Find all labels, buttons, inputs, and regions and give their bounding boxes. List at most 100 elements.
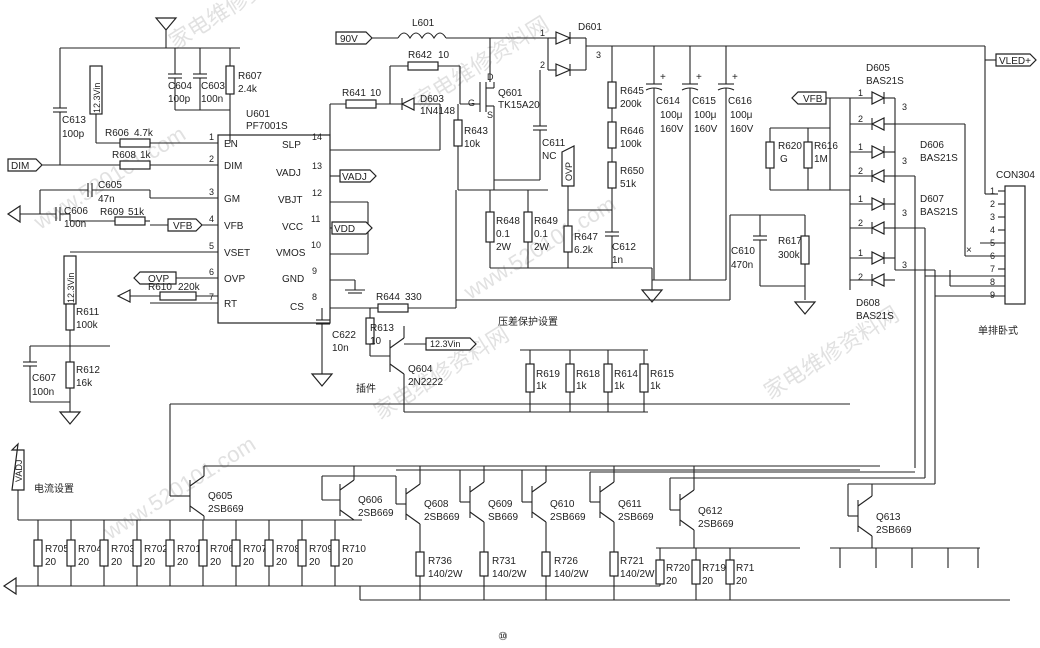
r618-val: 1k — [576, 381, 588, 392]
d606-ref: D606 — [920, 140, 944, 151]
ic-pin-num: 8 — [312, 292, 317, 302]
diode-stack — [850, 91, 895, 287]
power-stage: 90V L601 1 2 3 D601 VLED+ D S — [329, 18, 1037, 308]
r648-val: 0.1 — [496, 229, 510, 240]
bank-resistor-val: 20 — [45, 557, 57, 568]
transistor-q605: Q605 2SB669 — [180, 466, 244, 520]
r731-val: 140/2W — [492, 569, 527, 580]
d606-val: BAS21S — [920, 153, 958, 164]
q611-val: 2SB669 — [618, 512, 654, 523]
c614-val: 100μ — [660, 110, 683, 121]
diode-pin: 2 — [858, 218, 863, 228]
c622-val: 10n — [332, 343, 349, 354]
bank-resistor-ref: R709 — [309, 544, 333, 555]
c605-ref: C605 — [98, 180, 122, 191]
insert-note: 插件 — [356, 382, 376, 395]
diode-pin: 3 — [902, 156, 907, 166]
bank-resistor-ref: R703 — [111, 544, 135, 555]
r643-ref: R643 — [464, 126, 488, 137]
transistor-q609: Q609 SB669 R731 140/2W — [460, 466, 527, 600]
r646-ref: R646 — [620, 126, 644, 137]
c613-val: 100p — [62, 129, 85, 140]
r615-ref: R619 — [536, 369, 560, 380]
q605-ref: Q605 — [208, 491, 233, 502]
bank-resistor — [297, 539, 307, 567]
q604-val: 2N2222 — [408, 377, 443, 388]
q610-val: 2SB669 — [550, 512, 586, 523]
vadj-flag-label: VADJ — [342, 172, 367, 183]
r609-val: 51k — [128, 207, 145, 218]
vin-flag — [425, 337, 477, 351]
r726-val: 140/2W — [554, 569, 589, 580]
v90-port — [335, 31, 373, 45]
ground-icon — [6, 204, 21, 224]
connector-con304: CON304 1 2 3 4 5 6 7 8 9 × 单排卧式 — [966, 60, 1035, 337]
ic-part: PF7001S — [246, 121, 288, 132]
r610-val: 220k — [178, 282, 201, 293]
dim-port — [7, 158, 43, 172]
r647-ref: R647 — [574, 232, 598, 243]
r646-val: 100k — [620, 139, 643, 150]
ground-icon — [310, 373, 334, 387]
ic-pin-num: 4 — [209, 214, 214, 224]
bank-resistor-ref: R707 — [243, 544, 267, 555]
c614-plus: + — [660, 72, 666, 83]
ic-right-pins: 14 13 12 11 10 9 8 SLP VADJ VBJT VCC VMO… — [276, 132, 440, 313]
r649-pwr: 2W — [534, 242, 550, 253]
vfb-flag — [167, 218, 203, 232]
connector-pin: 9 — [990, 290, 995, 300]
resistor-bank: R70520R70420R70320R70220R70120R70620R707… — [33, 520, 366, 586]
connector-pin: 6 — [990, 251, 995, 261]
r736-ref: R736 — [428, 556, 452, 567]
c607-val: 100n — [32, 387, 54, 398]
bank-resistor-val: 20 — [243, 557, 255, 568]
r614-val: 1k — [614, 381, 626, 392]
c615-plus: + — [696, 72, 702, 83]
transistor-q606: Q606 2SB669 — [321, 466, 394, 521]
vadj-flag — [339, 169, 377, 183]
r719-val: 20 — [702, 576, 714, 587]
diode-pin: 2 — [858, 114, 863, 124]
ic-pin-name: VMOS — [276, 248, 306, 259]
q601-pin-d: D — [487, 72, 494, 82]
r611-val: 100k — [76, 320, 99, 331]
transistor-q613: Q613 2SB669 — [848, 484, 912, 548]
vin-flag-label: 12.3Vin — [430, 339, 460, 349]
d605-val: BAS21S — [866, 76, 904, 87]
ic-pin-name: GM — [224, 194, 240, 205]
r731-ref: R731 — [492, 556, 516, 567]
r648-pwr: 2W — [496, 242, 512, 253]
r644-ref: R644 — [376, 292, 400, 303]
r650-ref: R650 — [620, 166, 644, 177]
ic-pin-name: VADJ — [276, 168, 301, 179]
d607-ref: D607 — [920, 194, 944, 205]
c607-ref: C607 — [32, 373, 56, 384]
bank-resistor-ref: R708 — [276, 544, 300, 555]
r721-val: 140/2W — [620, 569, 655, 580]
ic-ref: U601 — [246, 109, 270, 120]
ic-pin-name: RT — [224, 299, 237, 310]
d605-ref: D605 — [866, 63, 890, 74]
current-section: VADJ 电流设置 R70520R70420R70320R70220R70120… — [2, 403, 1010, 601]
vdd-flag-label: VDD — [334, 224, 355, 235]
ic-pin-num: 6 — [209, 267, 214, 277]
ground-icon — [2, 576, 17, 596]
q612-ref: Q612 — [698, 506, 723, 517]
r607-val: 2.4k — [238, 84, 258, 95]
r610-ref: R610 — [148, 282, 172, 293]
r642-val: 10 — [438, 50, 450, 61]
r616-ref: R616 — [814, 141, 838, 152]
diode-pin: 3 — [902, 208, 907, 218]
c622-ref: C622 — [332, 330, 356, 341]
current-set-note: 电流设置 — [34, 482, 74, 495]
diode-pin: 3 — [902, 102, 907, 112]
r641-val: 10 — [370, 88, 382, 99]
watermark-text: 家电维修资料网 — [369, 321, 513, 424]
r620-val: G — [780, 154, 788, 165]
vfb-input-label: VFB — [803, 94, 823, 105]
connector-note: 单排卧式 — [978, 324, 1018, 337]
diode-pin: 1 — [858, 142, 863, 152]
r71x-ref: R71 — [736, 563, 755, 574]
ground-icon — [793, 301, 817, 315]
dim-port-label: DIM — [11, 161, 29, 172]
